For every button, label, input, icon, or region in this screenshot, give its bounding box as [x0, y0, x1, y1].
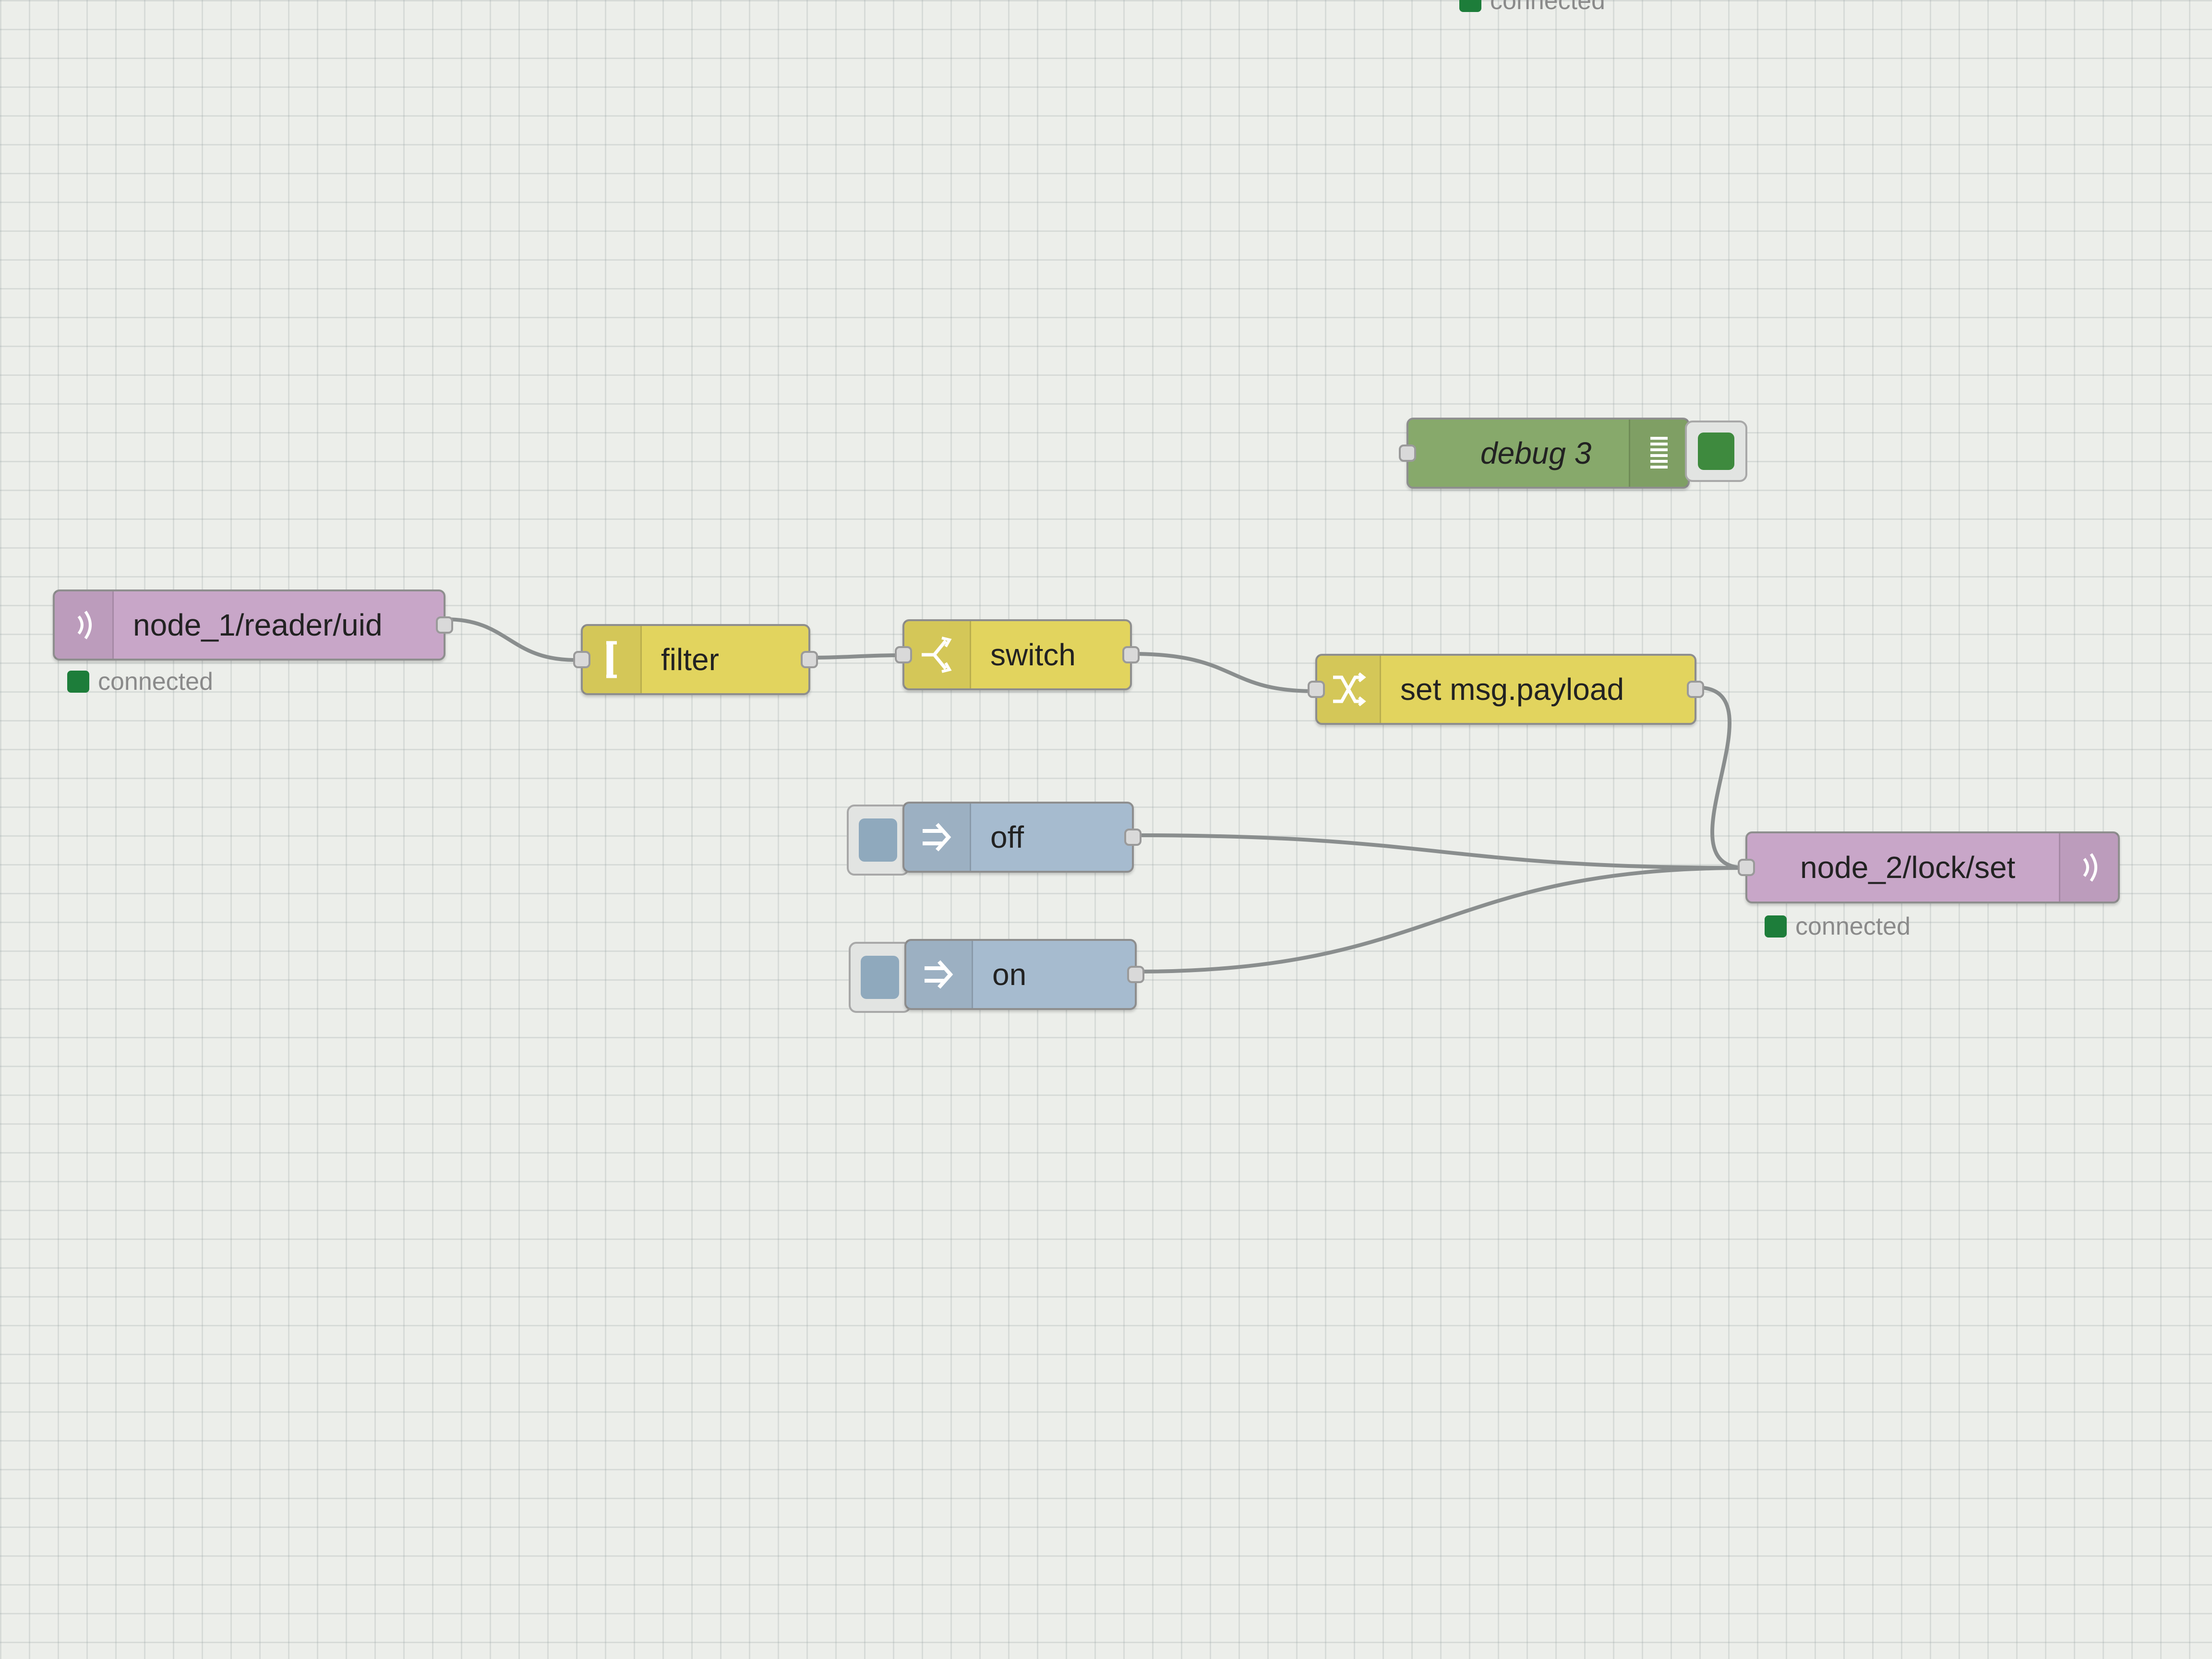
status-text: connected [98, 668, 213, 696]
output-port[interactable] [436, 616, 453, 634]
output-port[interactable] [1687, 681, 1704, 698]
output-port[interactable] [1124, 829, 1142, 846]
input-port[interactable] [895, 646, 912, 663]
bridge-icon [2059, 833, 2118, 902]
inject-off-button[interactable] [847, 805, 909, 876]
debug-toggle-indicator [1698, 433, 1734, 470]
mqtt-out-node-lock-set[interactable]: node_2/lock/set [1738, 831, 2120, 903]
filter-node[interactable]: filter [573, 624, 818, 695]
shuffle-icon [1317, 656, 1381, 723]
debug-toggle-button[interactable] [1685, 421, 1747, 482]
node-label: set msg.payload [1400, 672, 1624, 707]
node-label: filter [661, 642, 719, 677]
filter-icon [583, 626, 642, 693]
change-node-set-msg-payload[interactable]: set msg.payload [1308, 654, 1704, 725]
input-port[interactable] [1308, 681, 1325, 698]
inject-button-indicator [859, 818, 897, 862]
status-text: connected [1490, 0, 1605, 15]
status-dot-icon [1459, 0, 1481, 12]
wire-filter-to-switch[interactable] [810, 653, 902, 660]
inject-node-off[interactable]: off [902, 802, 1142, 873]
node-label: node_2/lock/set [1800, 850, 2016, 885]
input-port[interactable] [1738, 859, 1755, 876]
arrow-in-icon [904, 804, 971, 871]
node-label: on [992, 957, 1027, 992]
bridge-icon [55, 591, 114, 659]
node-label: node_1/reader/uid [133, 608, 383, 642]
node-label: debug 3 [1480, 436, 1592, 470]
wire-mqtt-to-filter[interactable] [445, 617, 577, 662]
output-port[interactable] [1122, 646, 1140, 663]
inject-button-indicator [861, 956, 899, 999]
switch-icon [904, 621, 971, 688]
status-text: connected [1795, 913, 1911, 940]
status-dot-icon [1765, 915, 1787, 938]
input-port[interactable] [1399, 445, 1416, 462]
debug-node[interactable]: debug 3 [1399, 418, 1690, 489]
output-port[interactable] [801, 651, 818, 668]
node-label: off [990, 820, 1024, 854]
input-port[interactable] [573, 651, 590, 668]
wire-off-to-mqtt-out[interactable] [1133, 833, 1746, 870]
output-port[interactable] [1127, 966, 1144, 983]
wire-change-to-mqtt-out[interactable] [1696, 685, 1746, 870]
inject-on-button[interactable] [849, 942, 911, 1013]
mqtt-in-status: connected [67, 667, 213, 696]
wire-on-to-mqtt-out[interactable] [1136, 866, 1746, 974]
inject-node-on[interactable]: on [904, 939, 1144, 1010]
node-label: switch [990, 637, 1076, 672]
list-icon [1629, 420, 1688, 487]
mqtt-in-node-reader-uid[interactable]: node_1/reader/uid [53, 589, 453, 661]
switch-node[interactable]: switch [895, 619, 1140, 690]
wire-switch-to-change[interactable] [1131, 652, 1316, 693]
status-dot-icon [67, 671, 89, 693]
top-node-status: connected [1459, 0, 1605, 15]
arrow-in-icon [906, 941, 973, 1008]
mqtt-out-status: connected [1765, 912, 1911, 941]
